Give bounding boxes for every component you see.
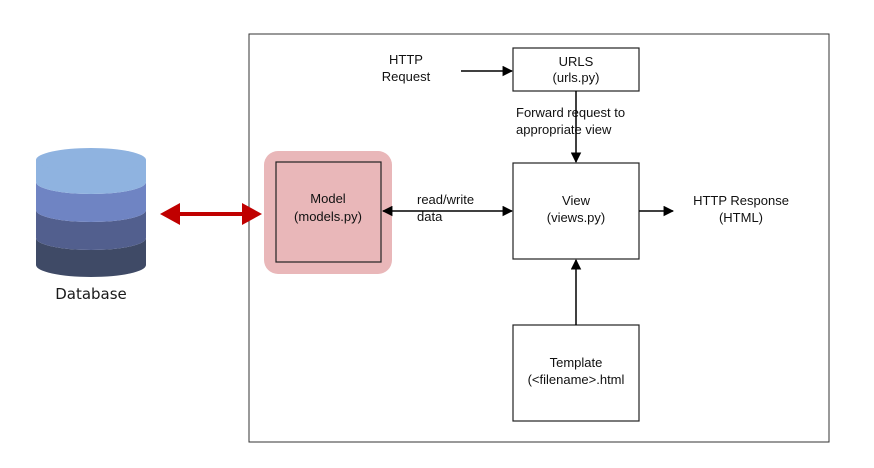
model-highlight <box>264 151 392 274</box>
database-top-cap <box>36 148 146 172</box>
http-request-label-line2: Request <box>382 69 431 84</box>
view-title: View <box>562 193 591 208</box>
model-filename: (models.py) <box>294 209 362 224</box>
template-box <box>512 324 640 422</box>
db-arrow-left-head <box>160 203 180 225</box>
database-model-arrow <box>160 203 262 225</box>
database-layer-1 <box>36 182 146 222</box>
http-request-label-line1: HTTP <box>389 52 423 67</box>
forward-request-label-line1: Forward request to <box>516 105 625 120</box>
forward-request-label-line2: appropriate view <box>516 122 612 137</box>
template-filename: (<filename>.html <box>528 372 625 387</box>
database-icon <box>36 148 146 277</box>
http-response-label-line2: (HTML) <box>719 210 763 225</box>
template-title: Template <box>550 355 603 370</box>
readwrite-label-line1: read/write <box>417 192 474 207</box>
http-response-label-line1: HTTP Response <box>693 193 789 208</box>
db-arrow-right-head <box>242 203 262 225</box>
database-layer-3 <box>36 238 146 277</box>
database-layer-2 <box>36 210 146 250</box>
urls-filename: (urls.py) <box>553 70 600 85</box>
view-filename: (views.py) <box>547 210 606 225</box>
database-label: Database <box>55 285 127 303</box>
urls-box <box>512 47 640 92</box>
model-title: Model <box>310 191 346 206</box>
urls-title: URLS <box>559 54 594 69</box>
model-box <box>275 161 382 263</box>
